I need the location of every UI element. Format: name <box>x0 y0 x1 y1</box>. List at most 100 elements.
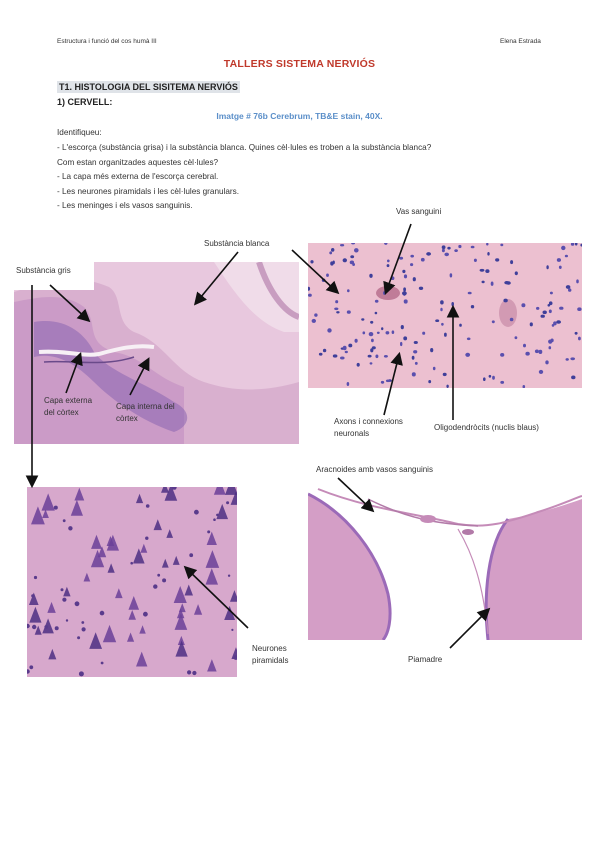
nucleus-dot <box>467 291 472 295</box>
nucleus-dot <box>546 265 549 270</box>
granule-dot <box>171 487 177 490</box>
nucleus-dot <box>347 289 350 293</box>
granule-dot <box>187 670 192 675</box>
arrow-arachnoid <box>337 477 375 513</box>
nucleus-dot <box>340 356 345 360</box>
neuron-shape <box>74 487 85 501</box>
neuron-shape <box>107 563 115 573</box>
neuron-shape <box>47 601 56 613</box>
nucleus-dot <box>411 372 416 377</box>
nucleus-dot <box>426 252 431 256</box>
nucleus-dot <box>459 323 462 327</box>
nucleus-dot <box>385 379 391 383</box>
label-pia-mater: Piamadre <box>408 655 443 664</box>
neuron-shape <box>166 529 174 538</box>
header-left: Estructura i funció del cos humà III <box>57 38 157 45</box>
nucleus-dot <box>491 320 495 324</box>
nucleus-dot <box>483 377 486 381</box>
nucleus-dot <box>444 252 449 257</box>
label-gray-matter: Substància gris <box>14 262 94 290</box>
granule-dot <box>33 575 38 580</box>
nucleus-dot <box>350 255 355 259</box>
nucleus-dot <box>311 318 316 323</box>
nucleus-dot <box>521 303 526 308</box>
nucleus-dot <box>568 288 572 292</box>
nucleus-dot <box>344 350 348 354</box>
nucleus-dot <box>576 279 579 284</box>
neuron-shape <box>127 632 135 642</box>
label-inner-layer: Capa interna del còrtex <box>116 402 175 423</box>
nucleus-dot <box>413 341 418 344</box>
nucleus-dot <box>371 346 376 350</box>
neuron-shape <box>206 531 217 545</box>
nucleus-dot <box>470 245 475 249</box>
nucleus-dot <box>565 285 571 289</box>
neuron-shape <box>161 558 169 568</box>
nucleus-dot <box>381 327 384 331</box>
instruction-line: - Les neurones piramidals i les cèl·lule… <box>57 186 240 196</box>
nucleus-dot <box>334 307 339 311</box>
nucleus-dot <box>410 263 414 267</box>
neuron-shape <box>184 584 194 596</box>
nucleus-dot <box>486 243 489 246</box>
granule-dot <box>44 625 48 629</box>
neuron-shape <box>41 493 55 511</box>
nucleus-dot <box>503 298 508 303</box>
nucleus-dot <box>400 341 403 347</box>
nucleus-dot <box>322 348 327 353</box>
neuron-shape <box>176 608 185 619</box>
nucleus-dot <box>538 369 544 374</box>
granule-dot <box>68 526 73 531</box>
nucleus-dot <box>346 382 350 386</box>
neuron-shape <box>102 624 117 643</box>
nucleus-dot <box>413 350 418 354</box>
page-title: TALLERS SISTEMA NERVIÓS <box>223 58 376 70</box>
nucleus-dot <box>428 380 432 384</box>
neuron-shape <box>139 625 146 634</box>
nucleus-dot <box>534 349 539 354</box>
nucleus-dot <box>454 249 458 252</box>
neuron-shape <box>90 549 105 568</box>
nucleus-dot <box>574 331 578 335</box>
neuron-shape <box>70 499 83 516</box>
nucleus-dot <box>410 254 414 258</box>
nucleus-dot <box>308 286 311 291</box>
nucleus-dot <box>479 268 485 272</box>
granule-dot <box>207 530 211 534</box>
granule-dot <box>27 623 30 629</box>
nucleus-dot <box>374 311 378 315</box>
white-matter-image <box>308 243 582 388</box>
granule-dot <box>81 621 85 624</box>
nucleus-dot <box>327 328 332 333</box>
nucleus-dot <box>354 338 358 343</box>
granule-dot <box>60 588 64 592</box>
nucleus-dot <box>487 252 490 256</box>
image-caption: Imatge # 76b Cerebrum, TB&E stain, 40X. <box>216 111 383 121</box>
nucleus-dot <box>570 243 575 246</box>
granule-dot <box>192 670 197 676</box>
nucleus-dot <box>342 258 347 263</box>
granule-dot <box>32 624 37 630</box>
nucleus-dot <box>542 310 547 315</box>
granule-dot <box>53 505 58 510</box>
nucleus-dot <box>547 304 551 307</box>
meninges-image <box>308 484 582 640</box>
nucleus-dot <box>380 380 385 384</box>
neuron-shape <box>153 519 162 531</box>
neuron-shape <box>42 509 49 519</box>
label-white-matter: Substància blanca <box>204 239 270 248</box>
arrow-outer-layer <box>65 351 83 394</box>
neuron-shape <box>28 592 39 606</box>
nucleus-dot <box>556 320 561 324</box>
label-pyramidal: Neurones piramidals <box>252 644 289 665</box>
granule-dot <box>78 671 84 677</box>
nucleus-dot <box>558 265 562 269</box>
nucleus-dot <box>500 243 504 247</box>
nucleus-dot <box>391 330 395 334</box>
nucleus-dot <box>384 243 388 245</box>
nucleus-dot <box>442 372 447 377</box>
arrow-axons <box>383 351 403 416</box>
instruction-line: - La capa més externa de l'escorça cereb… <box>57 172 219 182</box>
nucleus-dot <box>386 264 390 268</box>
